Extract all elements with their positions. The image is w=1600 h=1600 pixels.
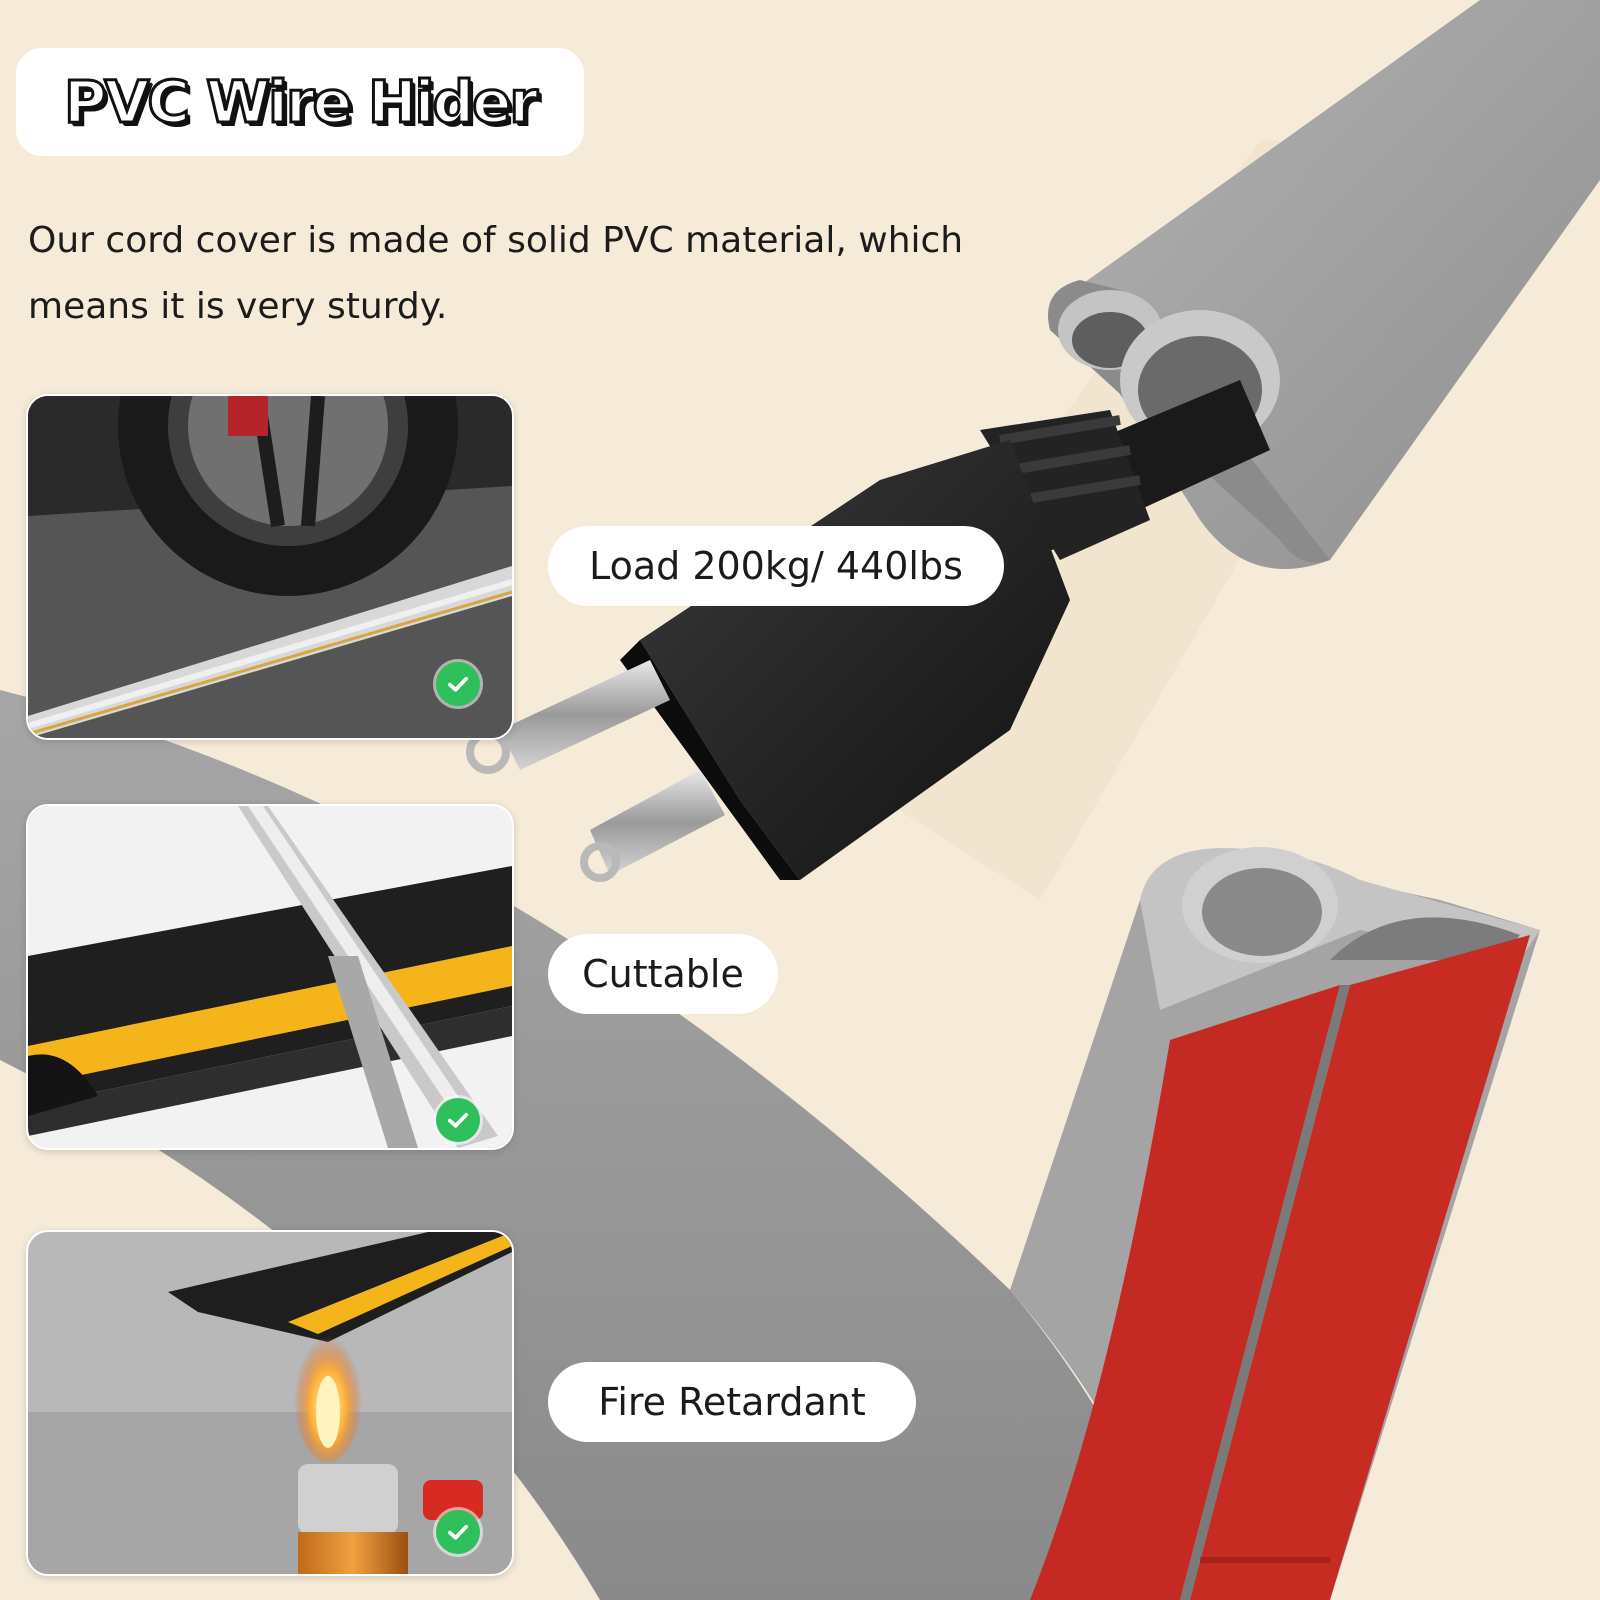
product-description: Our cord cover is made of solid PVC mate… [28, 220, 964, 327]
scissors-image [28, 806, 512, 1148]
feature-label-fire-retardant: Fire Retardant [548, 1362, 916, 1442]
feature-label-cuttable: Cuttable [548, 934, 778, 1014]
photo-lighter-flame [26, 1230, 514, 1576]
feature-label-load: Load 200kg/ 440lbs [548, 526, 1004, 606]
page-title: PVC Wire Hider [62, 67, 539, 138]
photo-car-tire [26, 394, 514, 740]
check-circle-icon [436, 1098, 480, 1142]
title-banner: PVC Wire Hider [16, 48, 584, 156]
check-circle-icon [436, 662, 480, 706]
car-tire-image [28, 396, 512, 738]
lighter-image [28, 1232, 512, 1574]
check-circle-icon [436, 1510, 480, 1554]
adhesive-strips [1030, 935, 1530, 1600]
photo-scissors-cut [26, 804, 514, 1150]
